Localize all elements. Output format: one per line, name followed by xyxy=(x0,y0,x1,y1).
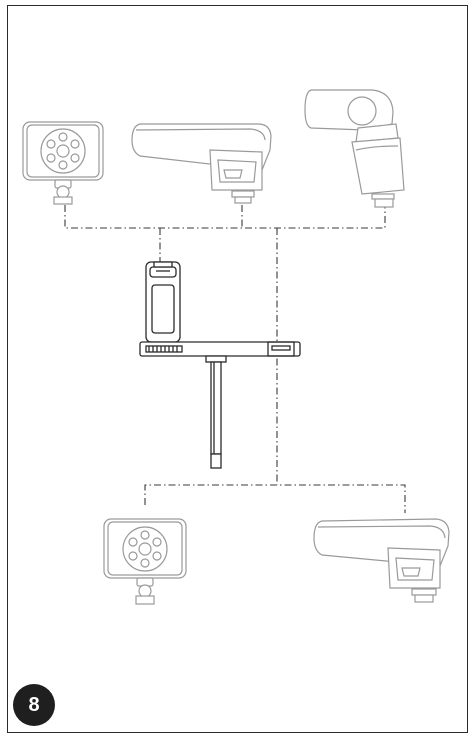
led-light-top-left xyxy=(22,121,104,205)
speedlight-flash-bottom-right xyxy=(313,518,450,603)
speedlight-flash-top-right xyxy=(304,89,405,208)
led-light-bottom-left xyxy=(103,518,187,605)
speedlight-flash-top-center xyxy=(131,123,272,204)
connector-lines xyxy=(64,205,406,513)
page-frame xyxy=(7,5,468,733)
connector-top-horizontal xyxy=(64,205,386,229)
connector-bottom-horizontal xyxy=(144,484,406,513)
t-bracket-mount xyxy=(139,261,301,469)
page-number-badge: 8 xyxy=(13,684,55,726)
